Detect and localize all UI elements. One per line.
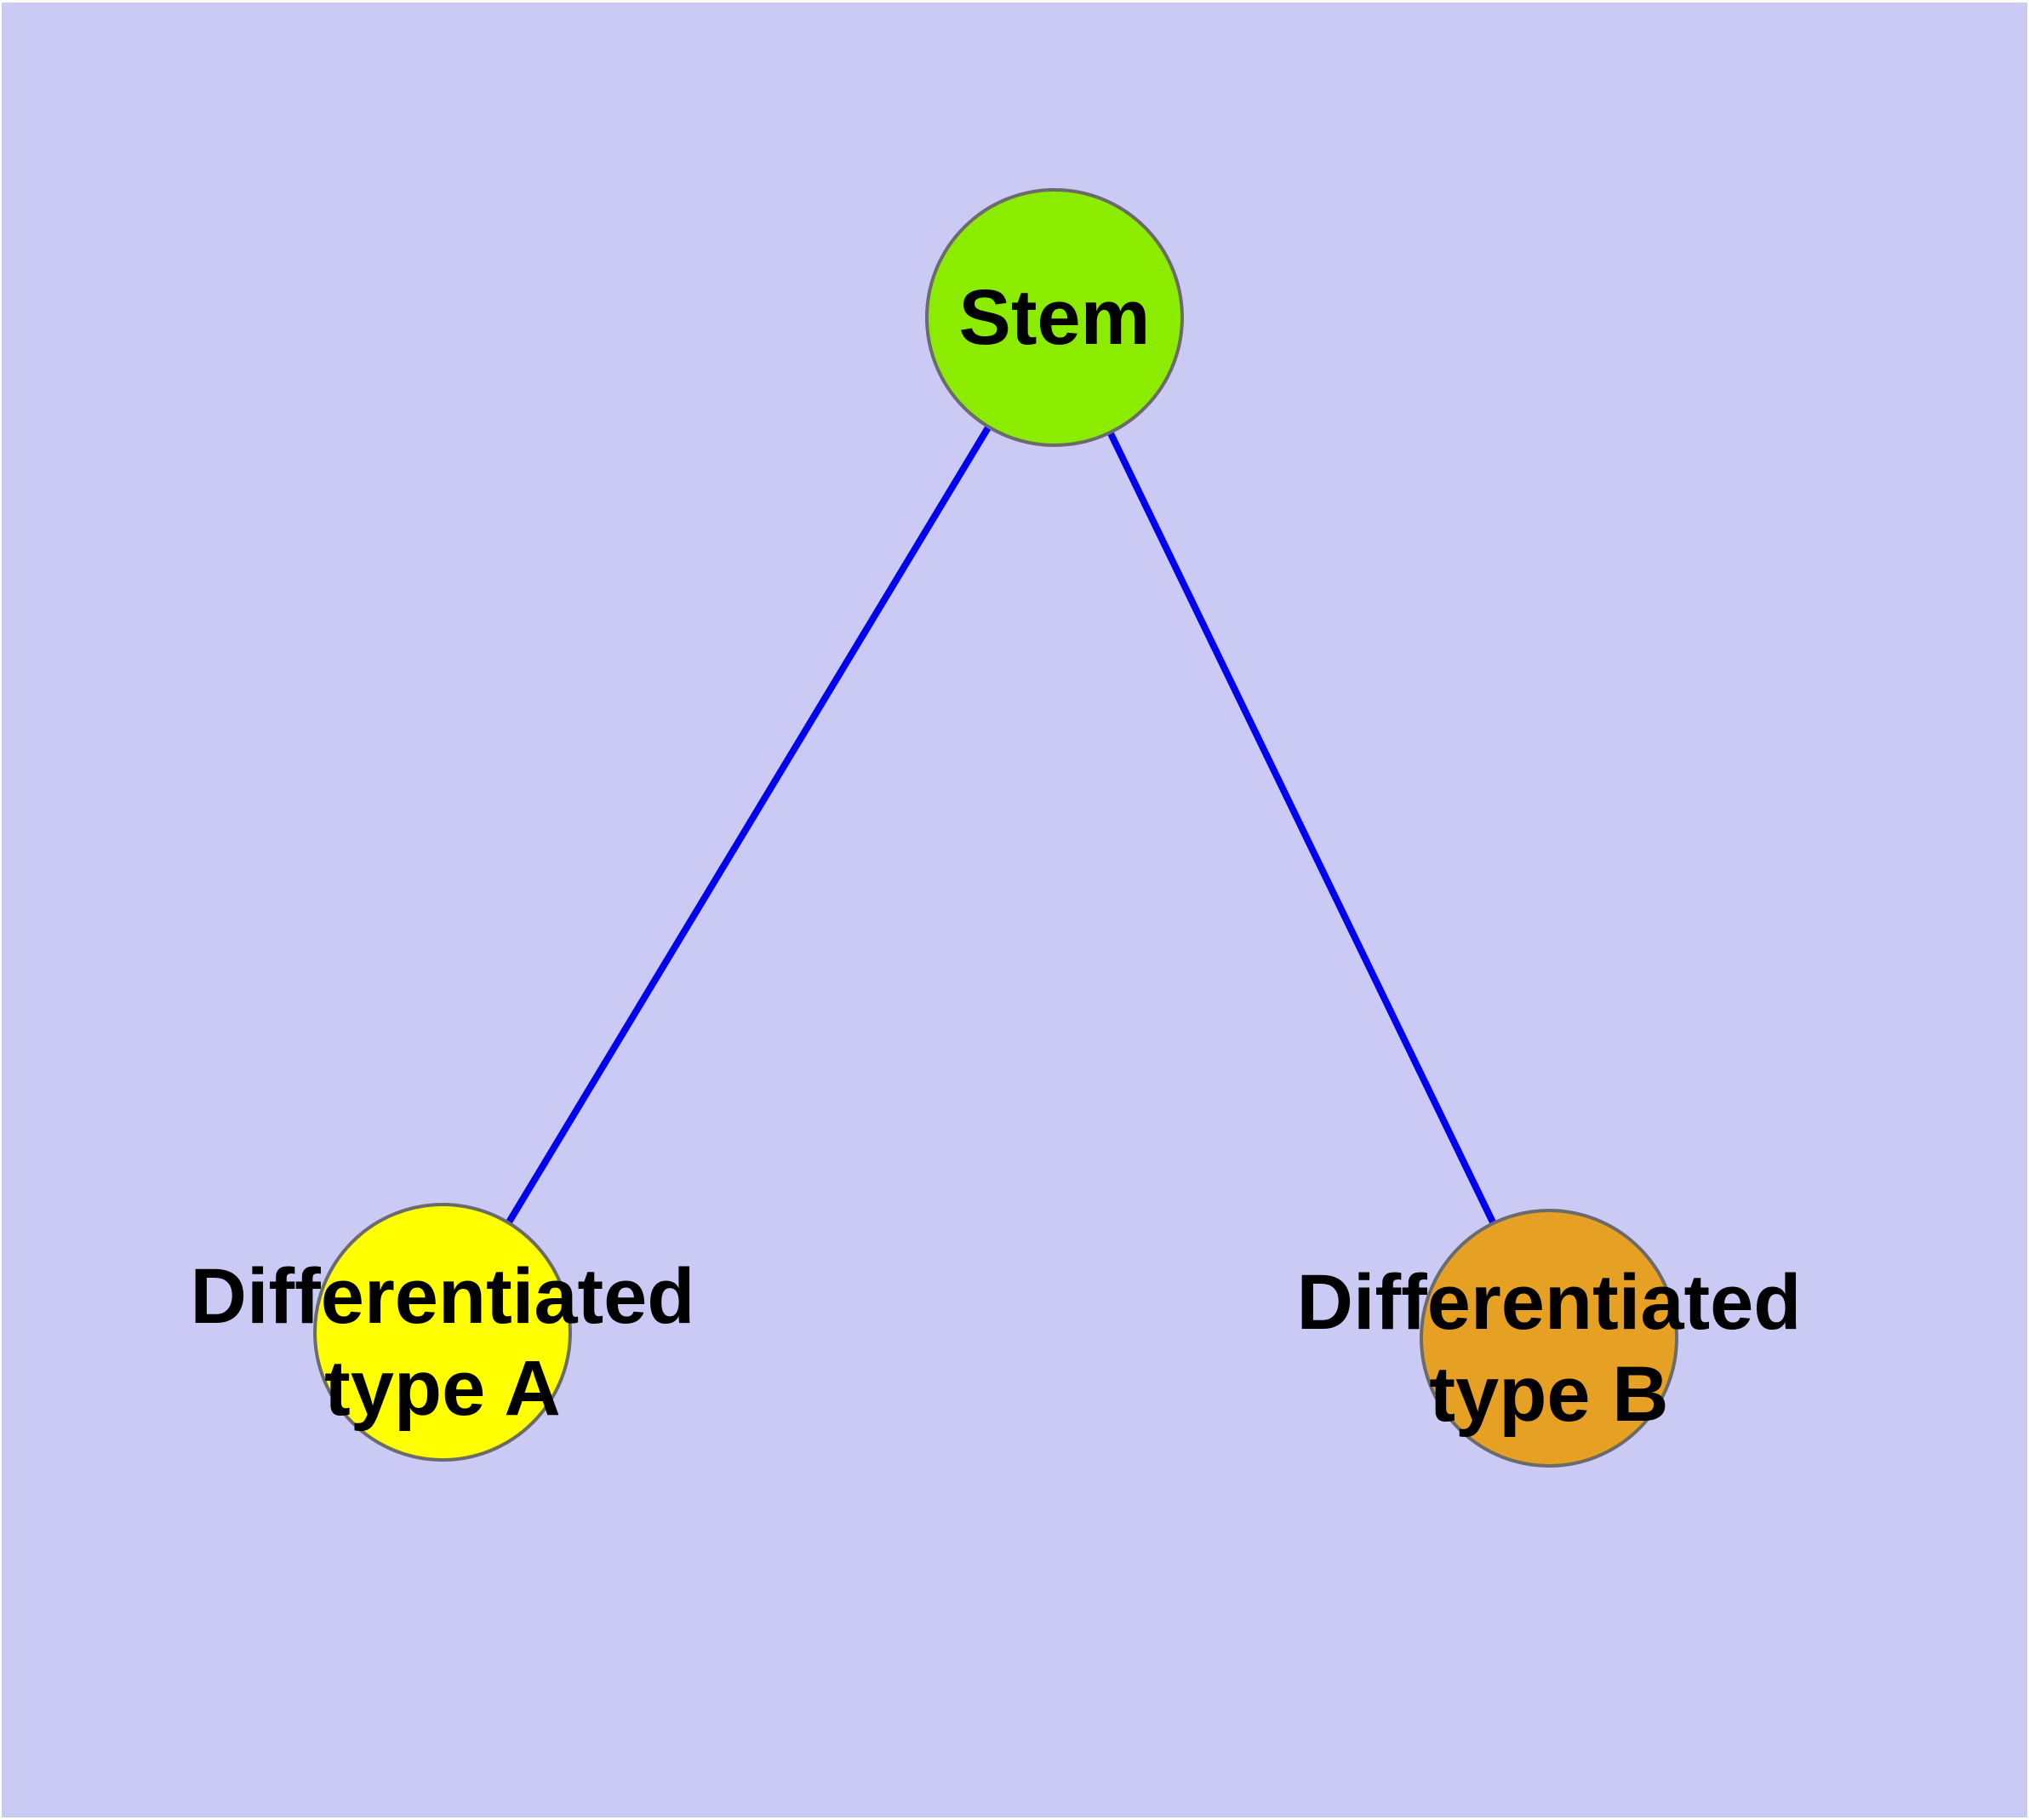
node-differentiated-type-a (313, 1203, 572, 1462)
node-stem (925, 188, 1184, 447)
node-differentiated-type-b (1420, 1209, 1678, 1468)
edge-stem-to-type-a (439, 315, 1058, 1335)
node-label-differentiated-type-a: Differentiated type A (190, 1253, 695, 1432)
edge-stem-to-type-b (1051, 316, 1552, 1340)
node-label-differentiated-type-b: Differentiated type B (1296, 1259, 1802, 1438)
node-label-stem: Stem (958, 274, 1151, 361)
